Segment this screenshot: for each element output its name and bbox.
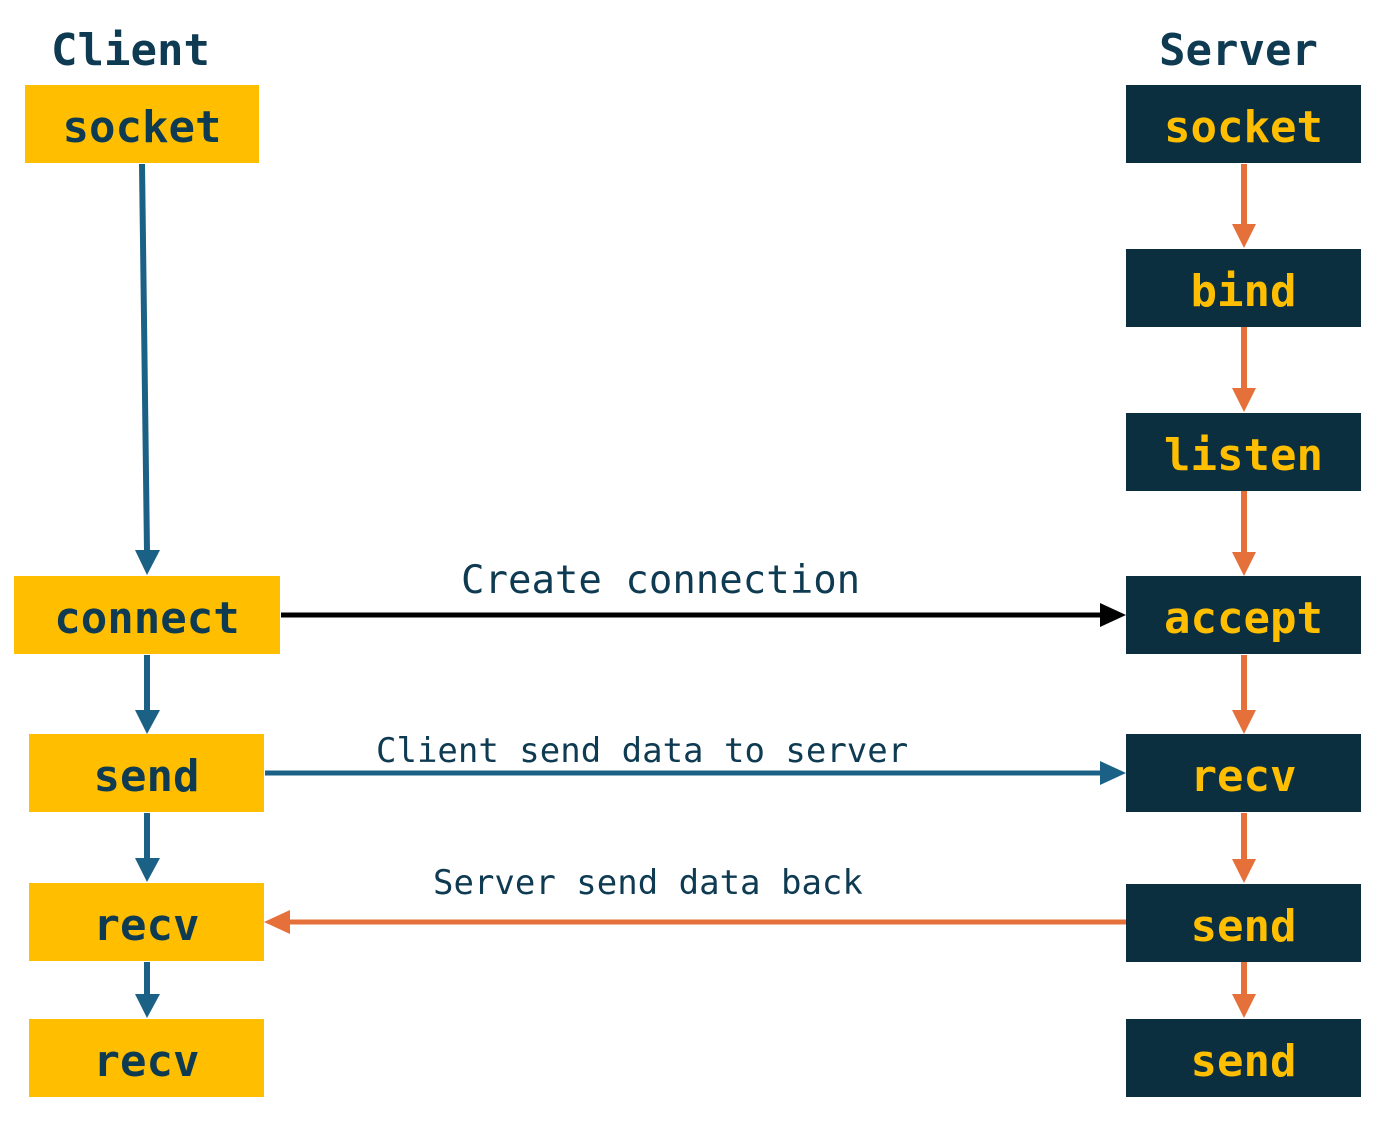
server-step-listen: listen (1126, 413, 1361, 491)
server-step-accept: accept (1126, 576, 1361, 654)
arrowhead-client-connect (135, 550, 160, 575)
arrowhead-client-recv-2 (135, 994, 160, 1018)
arrowhead-server-send-data (264, 910, 290, 934)
arrowhead-client-recv (135, 858, 160, 882)
server-step-recv: recv (1126, 734, 1361, 812)
arrowhead-client-send-data (1100, 761, 1126, 785)
arrowhead-server-bind (1232, 224, 1256, 248)
server-send-data-label: Server send data back (433, 863, 863, 903)
create-connection-label: Create connection (461, 558, 861, 603)
server-step-send: send (1126, 884, 1361, 962)
server-step-send-2: send (1126, 1019, 1361, 1097)
client-step-socket: socket (25, 85, 259, 163)
arrowhead-create-connection (1100, 603, 1126, 627)
server-step-bind: bind (1126, 249, 1361, 327)
client-title: Client (51, 25, 210, 76)
arrowhead-server-send (1232, 859, 1256, 883)
arrowhead-server-recv (1232, 710, 1256, 734)
server-title: Server (1159, 25, 1318, 76)
client-step-recv-2: recv (29, 1019, 264, 1097)
client-flow-arrows (135, 163, 160, 1018)
arrowhead-server-accept (1232, 552, 1256, 576)
message-arrows (264, 603, 1126, 934)
client-send-data-label: Client send data to server (376, 731, 909, 771)
arrowhead-client-send (135, 710, 160, 734)
arrow-client-socket-to-connect (139, 163, 150, 553)
arrowhead-server-listen (1232, 388, 1256, 412)
client-step-recv: recv (29, 883, 264, 961)
server-step-socket: socket (1126, 85, 1361, 163)
arrowhead-server-send-2 (1232, 994, 1256, 1018)
server-flow-arrows (1232, 164, 1256, 1018)
client-step-connect: connect (14, 576, 280, 654)
client-step-send: send (29, 734, 264, 812)
